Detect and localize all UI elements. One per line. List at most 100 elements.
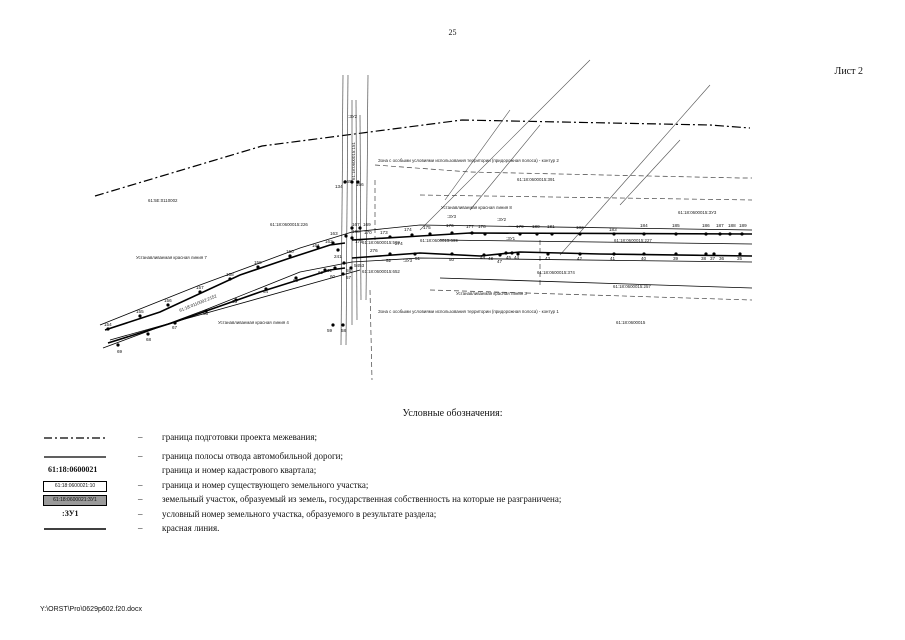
point-label: 180	[532, 224, 540, 229]
point-label: 189	[739, 223, 747, 228]
zu-label: :ЗУ3	[403, 258, 413, 263]
point-label: 57	[346, 275, 352, 280]
point-label: 58	[341, 328, 347, 333]
point-label: 44	[514, 255, 520, 260]
project-boundary-line	[94, 119, 751, 197]
point-label: 69	[117, 349, 123, 354]
point-label: 50	[449, 257, 455, 262]
vertical-road	[340, 74, 369, 346]
parcel-box-symbol: 61:18:0600021:10	[40, 480, 110, 492]
point-label: 177	[466, 224, 474, 229]
parcel-label: 61:18:0600015:257	[613, 284, 651, 289]
red-line-7-label: Устанавливаемая красная линия 7	[136, 255, 207, 260]
point-label: 36	[719, 256, 725, 261]
point-label: 154	[104, 322, 112, 327]
point-label: 185	[672, 223, 680, 228]
point-label: 274	[395, 241, 403, 246]
red-line-3-label: Устанавливаемая красная линия 3	[456, 291, 527, 296]
point-label: 38	[701, 256, 707, 261]
legend-text: граница и номер существующего земельного…	[162, 480, 369, 490]
point-label: 51	[415, 256, 421, 261]
point-label: 134	[335, 184, 343, 189]
point-label: 52	[386, 258, 392, 263]
point-label: 168	[352, 229, 360, 234]
quarter-label: 61:5E:0110002	[148, 198, 178, 203]
point-label: 48	[488, 256, 494, 261]
point-label: 188	[728, 223, 736, 228]
new-parcel-box-symbol: 61:18:0600021:ЗУ1	[40, 494, 110, 506]
point-label: 182	[576, 225, 584, 230]
quarter-number-symbol: 61:18:0600021	[48, 465, 98, 474]
point-label: 66	[203, 311, 209, 316]
point-label: 183	[609, 227, 617, 232]
point-label: 160	[286, 249, 294, 254]
zone-label-contour2: Зона с особыми условиями использования т…	[378, 158, 559, 163]
legend-dash: –	[138, 494, 143, 504]
point-label: 173	[380, 230, 388, 235]
red-line-symbol	[44, 528, 106, 530]
point-label: 5453	[354, 263, 365, 268]
point-label: 172	[355, 239, 363, 244]
road-parcel-label: 61:18:0600015:151	[351, 142, 356, 180]
parcel-label: 61:18:0600015:227	[614, 238, 652, 243]
point-label: 186	[702, 223, 710, 228]
legend-item: 61:18:0600021:ЗУ1 – земельный участок, о…	[40, 494, 660, 506]
zu-code-symbol: :ЗУ1	[62, 509, 79, 518]
parcel-label: 61:18:0600015:226	[270, 222, 308, 227]
point-label: 67	[172, 325, 178, 330]
point-label: 47	[497, 259, 503, 264]
point-label: 174	[404, 227, 412, 232]
point-label: 178	[478, 224, 486, 229]
legend-item: 61:18:0600021 граница и номер кадастрово…	[40, 465, 660, 477]
point-label: 169	[363, 222, 371, 227]
point-label: 158	[226, 272, 234, 277]
red-line-8-label: Устанавливаемая красная линия 8	[441, 205, 512, 210]
parcel-label: 61:18:0110002:2152	[179, 293, 218, 313]
legend-item: – красная линия.	[40, 523, 660, 535]
legend-text: земельный участок, образуемый из земель,…	[162, 494, 562, 504]
page-number: 25	[448, 28, 457, 37]
survey-points	[106, 180, 744, 347]
point-label: 62	[318, 270, 324, 275]
legend-title: Условные обозначения:	[402, 408, 503, 419]
legend-dash: –	[138, 480, 143, 490]
point-label: 43	[545, 256, 551, 261]
legend-text: граница и номер кадастрового квартала;	[162, 465, 317, 475]
point-label: 175	[423, 225, 431, 230]
dash-dot-line-symbol	[44, 437, 106, 439]
parcel-label: 61:18:0600015:391	[517, 177, 555, 182]
sheet-label: Лист 2	[834, 66, 863, 77]
point-label: 163	[330, 231, 338, 236]
zone-label-contour1: Зона с особыми условиями использования т…	[378, 309, 559, 314]
solid-line-symbol	[44, 456, 106, 458]
point-label: 155	[136, 309, 144, 314]
parcel-label: 61:18:0600015:374	[537, 270, 575, 275]
legend-text: красная линия.	[162, 523, 220, 533]
point-label: 63	[293, 278, 299, 283]
zu-label: :ЗУ2	[497, 217, 507, 222]
legend-item: :ЗУ1 – условный номер земельного участка…	[40, 509, 660, 521]
point-label: 184	[640, 223, 648, 228]
point-label: 55	[346, 268, 352, 273]
point-label: 59	[327, 328, 333, 333]
parcel-label: 61:18:0600015:ЗУ3	[678, 210, 717, 215]
parcel-label: 61:18:0600015:699	[420, 238, 458, 243]
legend-dash: –	[138, 451, 143, 461]
point-label: 35	[737, 256, 743, 261]
point-label: 42	[577, 256, 583, 261]
zu-label: :ЗУ2	[348, 114, 358, 119]
road-boundary	[99, 224, 753, 349]
legend-dash: –	[138, 523, 143, 533]
point-label: 39	[673, 256, 679, 261]
point-label: 170	[364, 230, 372, 235]
point-label: 181	[547, 224, 555, 229]
point-label: 157	[196, 285, 204, 290]
point-label: 156	[164, 298, 172, 303]
legend-item: 61:18:0600021:10 – граница и номер сущес…	[40, 480, 660, 492]
zu-label: :ЗУ1	[506, 236, 516, 241]
point-label: 161	[312, 243, 320, 248]
point-label: 61	[327, 268, 333, 273]
legend-item: – граница подготовки проекта межевания;	[40, 432, 660, 444]
point-label: 40	[641, 256, 647, 261]
point-label: 37	[710, 256, 716, 261]
